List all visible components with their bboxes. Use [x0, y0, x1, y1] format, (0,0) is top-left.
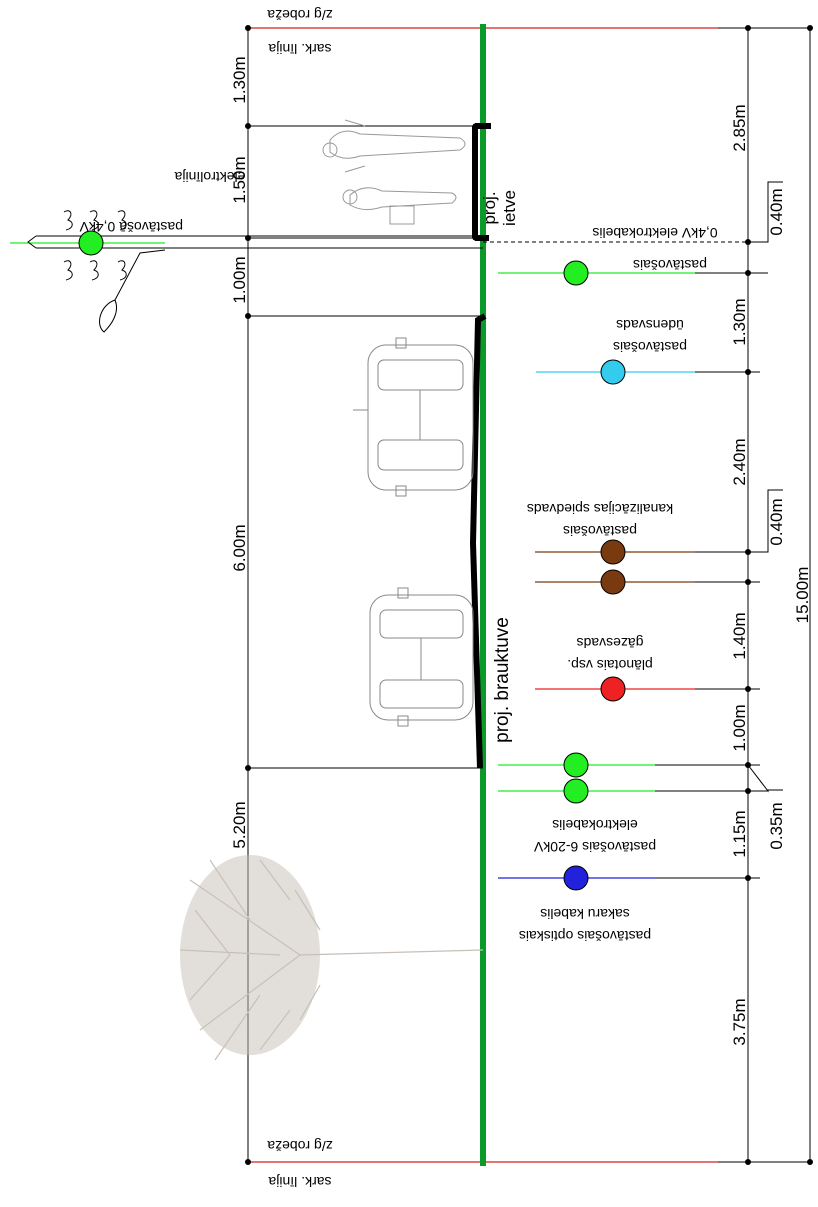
- mv-cable-label-2: elektrokabelis: [552, 817, 638, 833]
- dim-left-5: 5.20m: [230, 801, 249, 848]
- water-pipe-icon: [600, 359, 626, 385]
- dim-left-3: 1.00m: [230, 256, 249, 303]
- sewer-label-2: kanalizācijas spiedvads: [527, 501, 673, 517]
- right-dimension-chain: [483, 27, 811, 1163]
- optic-label-2: sakaru kabelis: [540, 906, 630, 922]
- gas-label-1: plānotais vsp.: [567, 657, 653, 673]
- gas-pipe-icon: [600, 676, 626, 702]
- dim-left-2: 1.50m: [230, 156, 249, 203]
- pole-label-line1: pastāvošā 0,4kV: [79, 219, 183, 235]
- dim-right-2: 1.30m: [730, 298, 749, 345]
- water-label-2: ūdensvads: [616, 317, 684, 333]
- lv-cable-label-2: pastāvošais: [633, 257, 707, 273]
- mv-cable-pipe-icon: [563, 752, 589, 778]
- right-dimension-ticks: [745, 25, 813, 1165]
- dim-offset-1: 0.40m: [767, 188, 786, 235]
- proj-carriageway-label: proj. brauktuve: [492, 617, 513, 743]
- tree-canopy: [180, 855, 320, 1055]
- proj-carriageway-profile: [469, 313, 487, 769]
- sewer-pipe-icon: [600, 539, 626, 565]
- dim-total: 15.00m: [793, 567, 812, 624]
- lv-cable-label-1: 0,4kV elektrokabelis: [592, 225, 717, 241]
- dimension-labels: 1.30m 1.50m 1.00m 6.00m 5.20m 2.85m 1.30…: [230, 56, 812, 1045]
- water-label-1: pastāvošais: [613, 339, 687, 355]
- proj-sidewalk-label-1: proj.: [480, 191, 499, 224]
- optic-cable-pipe-icon: [563, 865, 589, 891]
- dim-right-5: 1.00m: [730, 704, 749, 751]
- car-sketch-icon: [353, 337, 474, 497]
- dim-right-1: 2.85m: [730, 104, 749, 151]
- dim-offset-2: 0.40m: [767, 498, 786, 545]
- pedestrians-sketch-icon: [322, 119, 466, 225]
- labels-layer: z/g robeža sark. līnija z/g robeža sark.…: [79, 7, 718, 1190]
- dim-offset-3: 0.35m: [767, 802, 786, 849]
- dim-right-3: 2.40m: [730, 438, 749, 485]
- utility-pipes: [563, 260, 626, 891]
- dim-right-4: 1.40m: [730, 612, 749, 659]
- utility-pole-icon: [27, 210, 483, 333]
- gas-label-2: gāzesvads: [577, 635, 644, 651]
- dim-right-6: 1.15m: [730, 810, 749, 857]
- car-sketch-icon: [369, 587, 474, 727]
- top-boundary-label: z/g robeža: [267, 7, 333, 23]
- mv-cable-label-1: pastāvošais 6-20kV: [533, 839, 656, 855]
- dim-right-7: 3.75m: [730, 998, 749, 1045]
- utility-lines: [10, 242, 695, 879]
- sewer-pipe-icon: [600, 569, 626, 595]
- lv-cable-pipe-icon: [563, 260, 589, 286]
- optic-label-1: pastāvošais optiskais: [519, 928, 651, 944]
- proj-sidewalk-profile: [472, 123, 491, 241]
- overhead-line-marker-icon: [78, 230, 104, 256]
- dim-left-1: 1.30m: [230, 56, 249, 103]
- pole-label-line2: elektrolīnija: [174, 169, 245, 185]
- top-red-line-label: sark. līnija: [268, 41, 331, 57]
- bottom-boundary-label: z/g robeža: [267, 1138, 333, 1154]
- bottom-red-line-label: sark. līnija: [268, 1174, 331, 1190]
- dim-left-4: 6.00m: [230, 524, 249, 571]
- mv-cable-pipe-icon: [563, 778, 589, 804]
- proj-sidewalk-label-2: ietve: [500, 190, 519, 226]
- sewer-label-1: pastāvošais: [563, 523, 637, 539]
